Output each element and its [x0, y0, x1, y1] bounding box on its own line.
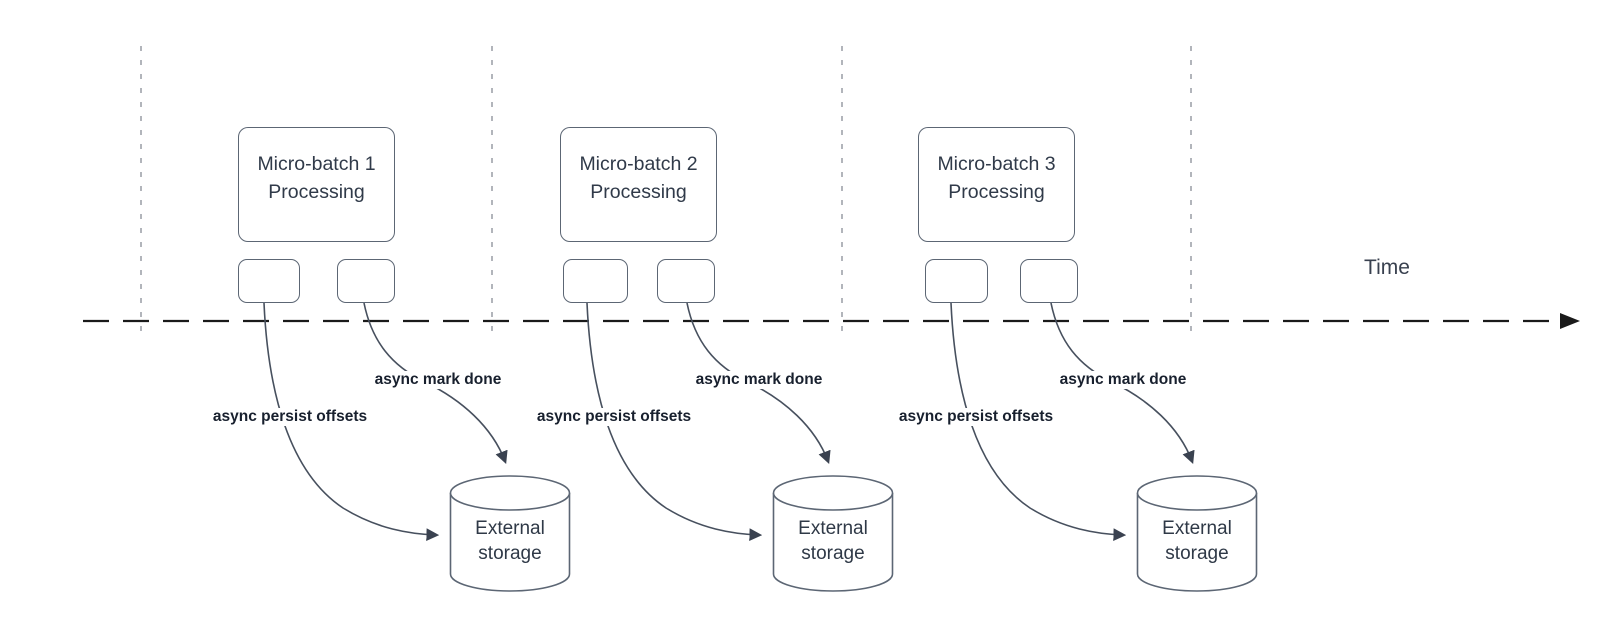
commit-box-2-right: [657, 259, 715, 303]
persist-offsets-arrow-2: [586, 302, 763, 542]
mark-done-label-2: async mark done: [692, 371, 826, 389]
external-storage-label-3: External storage: [1162, 518, 1232, 564]
external-storage-cylinder-top-1: [449, 475, 571, 511]
timeline-arrowhead: [1560, 313, 1580, 329]
external-storage-cylinder-2: [772, 493, 894, 592]
external-storage-cylinder-3: [1136, 493, 1258, 592]
persist-offsets-label-3: async persist offsets: [895, 408, 1057, 426]
persist-offsets-label-1: async persist offsets: [209, 408, 371, 426]
micro-batch-1-processing-box: Micro-batch 1 Processing: [238, 127, 395, 242]
commit-box-3-left: [925, 259, 988, 303]
commit-box-1-right: [337, 259, 395, 303]
external-storage-cylinder-top-2: [772, 475, 894, 511]
mark-done-label-3: async mark done: [1056, 371, 1190, 389]
column-3-graphics: [950, 302, 1258, 592]
commit-box-2-left: [563, 259, 628, 303]
micro-batch-2-processing-box: Micro-batch 2 Processing: [560, 127, 717, 242]
commit-box-1-left: [238, 259, 300, 303]
micro-batch-3-processing-box: Micro-batch 3 Processing: [918, 127, 1075, 242]
external-storage-cylinder-1: [449, 493, 571, 592]
external-storage-label-2: External storage: [798, 518, 868, 564]
commit-box-3-right: [1020, 259, 1078, 303]
mark-done-label-1: async mark done: [371, 371, 505, 389]
persist-offsets-arrow-1: [263, 302, 440, 542]
time-axis-label: Time: [1364, 256, 1410, 279]
persist-offsets-arrow-3: [950, 302, 1127, 542]
external-storage-cylinder-top-3: [1136, 475, 1258, 511]
external-storage-label-1: External storage: [475, 518, 545, 564]
column-1-graphics: [263, 302, 571, 592]
persist-offsets-label-2: async persist offsets: [533, 408, 695, 426]
